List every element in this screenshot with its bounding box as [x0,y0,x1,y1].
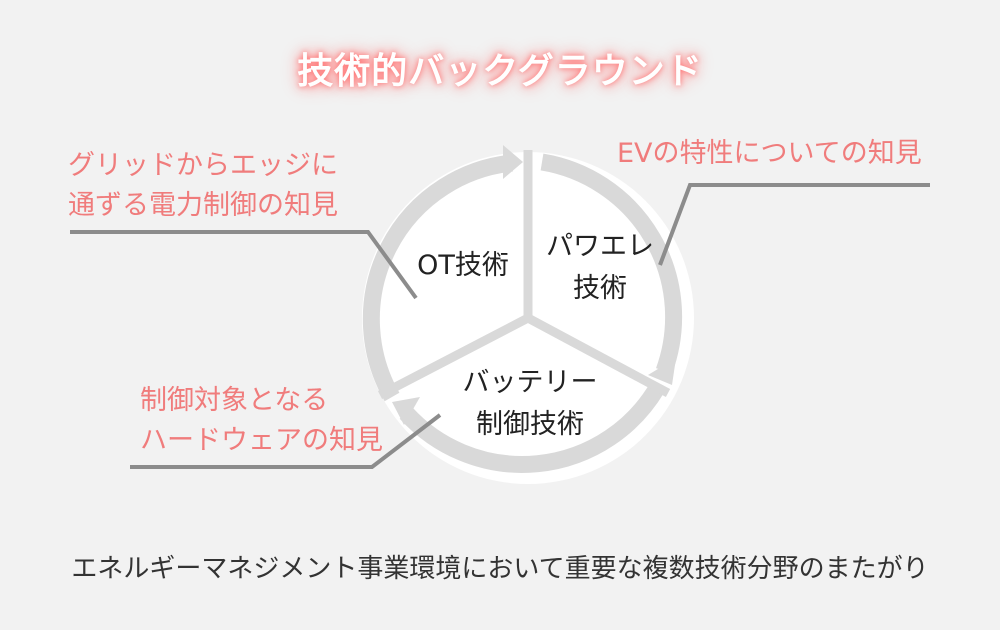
cycle-arrowheads [392,145,676,425]
arrowhead-right-icon [648,358,676,385]
divider-left [377,314,531,399]
segment-power-electronics-line-1: パワエレ [546,231,654,262]
segment-ot-line-1: OT技術 [417,250,509,281]
annotation-bottom-left-line-2: ハードウェアの知見 [140,425,383,456]
segment-battery-label: バッテリー 制御技術 [450,362,610,446]
annotation-bottom-left: 制御対象となる ハードウェアの知見 [140,381,383,461]
segment-power-electronics-line-2: 技術 [573,273,627,304]
cycle-arc-left [362,154,513,402]
divider-right [525,314,671,397]
cycle-arc-right [540,153,683,374]
annotation-bottom-left-line-1: 制御対象となる [140,385,329,416]
segment-power-electronics-label: パワエレ 技術 [540,226,660,310]
footer-caption: エネルギーマネジメント事業環境において重要な複数技術分野のまたがり [71,554,929,584]
segment-ot-label: OT技術 [398,245,528,287]
segment-battery-line-2: 制御技術 [476,409,584,440]
annotation-top-left-line-1: グリッドからエッジに [68,150,338,181]
arrowhead-top-icon [503,145,523,179]
arrowhead-bottom-icon [392,397,420,425]
callout-line-top-left [70,230,418,300]
callout-line-bottom-left [130,413,442,469]
segment-dividers [377,150,671,399]
annotation-top-right: EVの特性についての知見 [617,134,922,174]
annotation-top-left-line-2: 通ずる電力制御の知見 [68,190,338,221]
annotation-top-right-line-1: EVの特性についての知見 [617,138,922,169]
annotation-top-left: グリッドからエッジに 通ずる電力制御の知見 [68,146,338,226]
callout-line-top-right [658,183,930,266]
cycle-arc-bottom [399,383,665,473]
callout-lines [70,183,930,469]
segment-battery-line-1: バッテリー [462,367,598,398]
page-title: 技術的バックグラウンド [297,51,703,92]
cycle-arrows [362,153,683,473]
